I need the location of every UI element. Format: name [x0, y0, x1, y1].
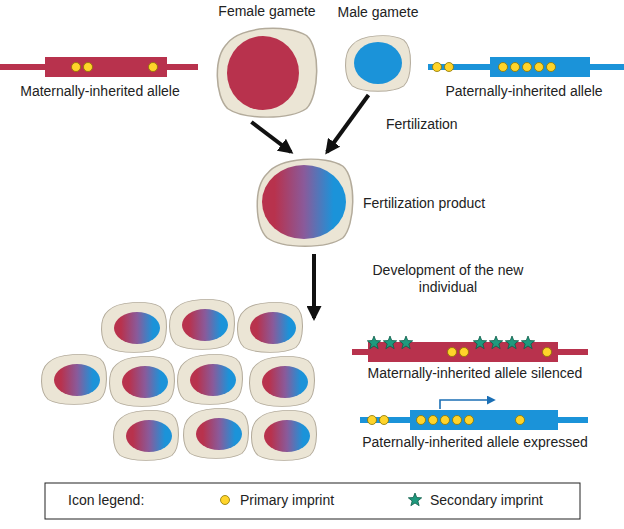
primary-imprint: [380, 416, 389, 425]
cell: [110, 356, 175, 406]
primary-imprint: [441, 416, 450, 425]
legend-swatch: [406, 491, 424, 509]
allele-bar: Paternally-inherited allele: [424, 56, 624, 104]
node-label: Maternally-inherited allele silenced: [368, 365, 583, 382]
cell: [238, 302, 303, 352]
primary-imprint: [465, 416, 474, 425]
primary-imprint: [84, 63, 93, 72]
legend-text: Secondary imprint: [430, 492, 543, 509]
primary-imprint: [433, 63, 442, 72]
legend-title: Icon legend:: [68, 492, 144, 509]
primary-imprint: [72, 63, 81, 72]
primary-imprint: [417, 416, 426, 425]
primary-imprint: [516, 416, 525, 425]
female-cell: [217, 28, 316, 117]
primary-imprint: [547, 63, 556, 72]
cell: [252, 410, 317, 460]
secondary-imprint: [521, 336, 534, 349]
male-cell: [346, 36, 411, 92]
maternal-nucleus: [227, 36, 299, 110]
primary-imprint: [368, 416, 377, 425]
cell-cluster: [42, 299, 317, 460]
node-label: Maternally-inherited allele: [20, 83, 180, 100]
secondary-imprint: [505, 336, 518, 349]
cell-membrane: [257, 159, 353, 246]
gamete-cell: Male gamete: [344, 33, 412, 93]
primary-imprint: [523, 63, 532, 72]
allele-gene: [45, 57, 167, 77]
paternal-allele: [428, 57, 624, 77]
legend-text: Primary imprint: [240, 492, 334, 509]
legend-swatch: [216, 491, 234, 509]
edge-label: Fertilization: [386, 116, 458, 133]
allele-bar: Maternally-inherited allele: [0, 56, 200, 104]
allele-bar: Maternally-inherited allele silenced: [344, 334, 606, 386]
secondary-imprint: [489, 336, 502, 349]
secondary-imprint: [473, 336, 486, 349]
cell: [184, 408, 249, 458]
fertilization-arrow: [251, 122, 291, 152]
primary-imprint: [460, 348, 469, 357]
paternal-nucleus: [354, 42, 402, 84]
maternal-allele: [0, 57, 198, 77]
primary-imprint: [429, 416, 438, 425]
cell: [102, 302, 167, 352]
silenced-allele: [352, 336, 588, 362]
zygote-nucleus: [262, 165, 346, 239]
primary-imprint: [448, 348, 457, 357]
cell: [114, 410, 179, 460]
node-label: Paternally-inherited allele expressed: [362, 434, 588, 451]
primary-imprint: [149, 63, 158, 72]
cell: [42, 354, 107, 404]
legend-box: [45, 483, 580, 519]
secondary-imprint: [383, 336, 396, 349]
zygote-cell: Fertilization product: [255, 155, 355, 249]
expressed-allele: [360, 400, 588, 430]
secondary-imprint: [367, 336, 380, 349]
legend-item: Secondary imprint: [406, 491, 543, 509]
primary-imprint: [499, 63, 508, 72]
primary-imprint: [543, 348, 552, 357]
node-label: Male gamete: [338, 4, 419, 21]
cell-membrane: [346, 36, 411, 92]
legend-item: Primary imprint: [216, 491, 334, 509]
primary-imprint: [221, 496, 230, 505]
step-label: Development of the new individual: [370, 262, 526, 296]
node-label: Paternally-inherited allele: [445, 83, 602, 100]
gamete-cell: Female gamete: [215, 24, 319, 120]
cell: [250, 356, 315, 406]
cell: [170, 299, 235, 349]
transcription-arrow: [440, 400, 494, 409]
secondary-imprint: [408, 493, 421, 506]
node-label: Female gamete: [218, 3, 315, 20]
cell: [178, 354, 243, 404]
primary-imprint: [535, 63, 544, 72]
secondary-imprint: [399, 336, 412, 349]
development-arrow: [312, 254, 316, 318]
allele-gene: [410, 410, 558, 430]
primary-imprint: [511, 63, 520, 72]
allele-gene: [490, 57, 590, 77]
fertilization-arrow: [327, 95, 368, 152]
primary-imprint: [445, 63, 454, 72]
node-label: Fertilization product: [363, 195, 485, 212]
zygote-cell: [257, 159, 353, 246]
primary-imprint: [453, 416, 462, 425]
cell-membrane: [217, 28, 316, 117]
allele-bar: Paternally-inherited allele expressed: [344, 398, 606, 452]
